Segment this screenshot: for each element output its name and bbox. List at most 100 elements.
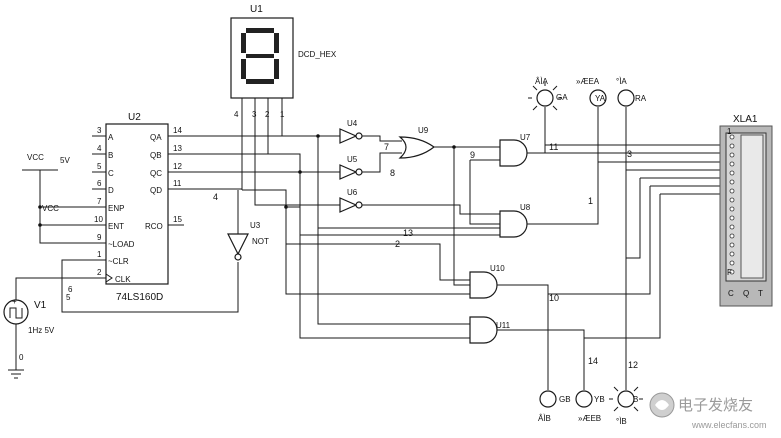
analyzer-pins — [729, 134, 735, 275]
pin-num: 5 — [97, 162, 102, 171]
pin-num: 15 — [173, 215, 182, 224]
vcc-value: 5V — [60, 156, 70, 165]
inverter-u6-ref: U6 — [347, 188, 358, 197]
and-gates: U7 U8 U10 U11 — [469, 133, 531, 344]
junction — [298, 170, 302, 174]
qb-bus — [268, 153, 470, 339]
qa-bus-down — [317, 136, 470, 325]
probe-ya-tag: YA — [595, 94, 606, 103]
pin-name: ~LOAD — [108, 240, 135, 249]
logic-analyzer: XLA1 1 F C Q T — [719, 114, 773, 307]
and-u10-ref: U10 — [490, 264, 505, 273]
analyzer-bottom-c: C — [728, 289, 734, 298]
junction — [38, 223, 42, 227]
probe-ga-label: ÂÌA — [535, 77, 549, 86]
probe-ga-tag: GA — [556, 93, 568, 102]
junction — [452, 145, 456, 149]
probe-rb-tag: B — [633, 395, 638, 404]
probes-bottom: GB ÂÌB YB »ÆEB B °ÌB — [538, 383, 643, 426]
net-4: 4 — [213, 192, 218, 202]
vcc-label-2: VCC — [42, 204, 59, 213]
source-wires — [8, 277, 92, 379]
probe-ya — [589, 89, 607, 107]
analyzer-ref: XLA1 — [733, 114, 758, 125]
and-gate-u10 — [469, 271, 498, 299]
probe-yb-tag: YB — [594, 395, 605, 404]
source-ref: V1 — [34, 300, 47, 311]
probe-gb-label: ÂÌB — [538, 414, 551, 423]
or-gate: U9 — [398, 126, 436, 159]
net-9: 9 — [470, 150, 475, 160]
analyzer-bottom-t: T — [758, 289, 763, 298]
pin-num: 1 — [97, 250, 102, 259]
analyzer-screen — [740, 134, 764, 279]
seven-segment-display: U1 DCD_HEX 4 3 2 1 — [230, 4, 337, 119]
vcc-label: VCC — [27, 153, 44, 162]
u8-input-link — [469, 160, 500, 225]
pin-name: QD — [150, 186, 162, 195]
junction — [38, 205, 42, 209]
probe-yb-label: »ÆEB — [578, 414, 601, 423]
display-leads — [241, 98, 283, 205]
net-5: 5 — [66, 293, 71, 302]
u10-input-wire — [286, 243, 470, 281]
probe-rays — [609, 383, 643, 412]
inverter-bubble — [355, 132, 363, 140]
pin-name: CLK — [115, 275, 131, 284]
or-output-wire — [434, 146, 470, 286]
watermark-url: www.elecfans.com — [691, 420, 767, 430]
net-10: 10 — [549, 293, 559, 303]
counter-part: 74LS160D — [116, 292, 163, 303]
u11-output — [497, 329, 585, 390]
clr-feedback-wire — [61, 259, 239, 313]
or-gate-ref: U9 — [418, 126, 429, 135]
inverter-bubble — [355, 201, 363, 209]
pin-name: QC — [150, 169, 162, 178]
source-plus: + — [12, 297, 17, 306]
probe-rb-label: °ÌB — [616, 417, 627, 426]
net-8: 8 — [390, 168, 395, 178]
display-segments — [241, 28, 279, 84]
pin-num: 9 — [97, 233, 102, 242]
vcc-wires — [22, 169, 92, 244]
pin-name: RCO — [145, 222, 163, 231]
and-gate-u11 — [469, 316, 498, 344]
pin-name: C — [108, 169, 114, 178]
probe-rb — [617, 390, 635, 408]
net-14: 14 — [588, 356, 598, 366]
source-value: 1Hz 5V — [28, 326, 55, 335]
display-pin-4: 4 — [234, 110, 239, 119]
probe-ra-label: °ÌA — [616, 77, 627, 86]
pin-name: D — [108, 186, 114, 195]
pin-num: 12 — [173, 162, 182, 171]
or-gate-body — [398, 136, 436, 159]
inverter-u5-ref: U5 — [347, 155, 358, 164]
pin-name: ~CLR — [108, 257, 129, 266]
net-3: 3 — [627, 149, 632, 159]
probe-rays — [528, 82, 562, 111]
inverter-u4-ref: U4 — [347, 119, 358, 128]
watermark-logo: 电子发烧友 www.elecfans.com — [649, 392, 767, 430]
pin-num: 11 — [173, 179, 182, 188]
net-1: 1 — [588, 196, 593, 206]
probe-ra-tag: RA — [635, 94, 647, 103]
pin-num: 4 — [97, 144, 102, 153]
qd-to-u6 — [254, 172, 340, 206]
square-wave-icon — [9, 307, 23, 319]
and-u11-ref: U11 — [496, 321, 511, 330]
pin-num: 6 — [97, 179, 102, 188]
and-u7-ref: U7 — [520, 133, 531, 142]
and-gate-u7 — [499, 139, 528, 167]
counter-body — [105, 123, 169, 285]
probe-gb — [539, 390, 557, 408]
display-label: DCD_HEX — [298, 50, 337, 59]
pin-num: 14 — [173, 126, 182, 135]
pin-name: A — [108, 133, 114, 142]
pin-num: 2 — [97, 268, 102, 277]
inverter-output-wires — [362, 135, 500, 215]
source-ground-net: 0 — [19, 353, 24, 362]
analyzer-input-lines — [545, 144, 726, 195]
pin-name: QA — [150, 133, 162, 142]
not-gate-label: NOT — [252, 237, 269, 246]
